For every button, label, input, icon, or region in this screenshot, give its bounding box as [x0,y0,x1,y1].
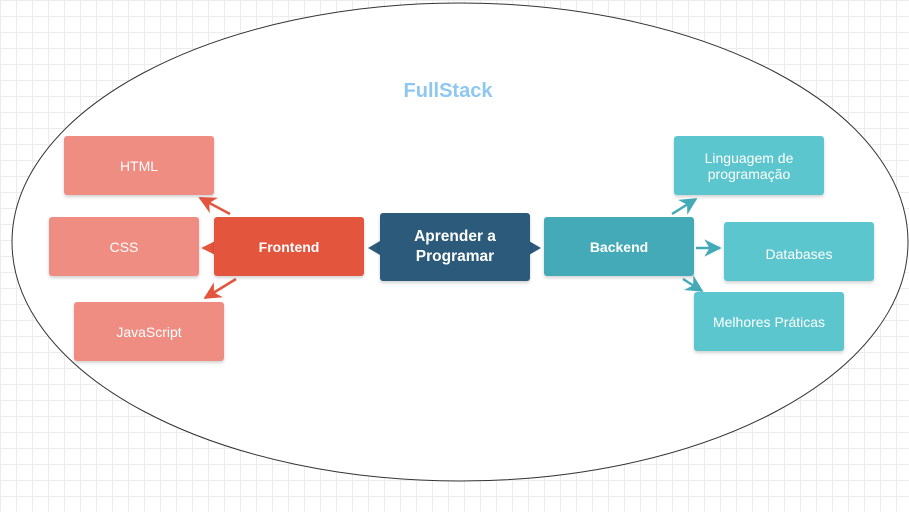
node-frontend[interactable]: Frontend [214,217,364,276]
node-javascript-label: JavaScript [116,323,182,340]
diagram-title: FullStack [403,80,493,102]
node-javascript[interactable]: JavaScript [74,302,224,361]
arrow-frontend-javascript [203,277,237,300]
center-right-connector [529,241,541,255]
center-left-connector [368,241,380,255]
node-databases[interactable]: Databases [724,222,874,281]
node-html-label: HTML [119,157,159,174]
node-css[interactable]: CSS [49,217,199,276]
node-frontend-label: Frontend [258,238,320,255]
node-linguagem-de-programacao[interactable]: Linguagem de programação [674,136,824,195]
node-databases-label: Databases [765,245,833,262]
node-melhores-label: Melhores Práticas [712,313,826,330]
node-css-label: CSS [109,238,139,255]
arrow-backend-linguagem [671,197,698,216]
arrow-backend-melhores [682,275,704,293]
node-linguagem-label: Linguagem de programação [704,149,794,182]
arrow-frontend-html [198,196,231,216]
node-center-label: Aprender a Programar [414,228,496,265]
node-melhores-praticas[interactable]: Melhores Práticas [694,292,844,351]
node-html[interactable]: HTML [64,136,214,195]
node-aprender-a-programar[interactable]: Aprender a Programar [380,213,530,281]
node-backend[interactable]: Backend [544,217,694,276]
node-backend-label: Backend [589,238,649,255]
